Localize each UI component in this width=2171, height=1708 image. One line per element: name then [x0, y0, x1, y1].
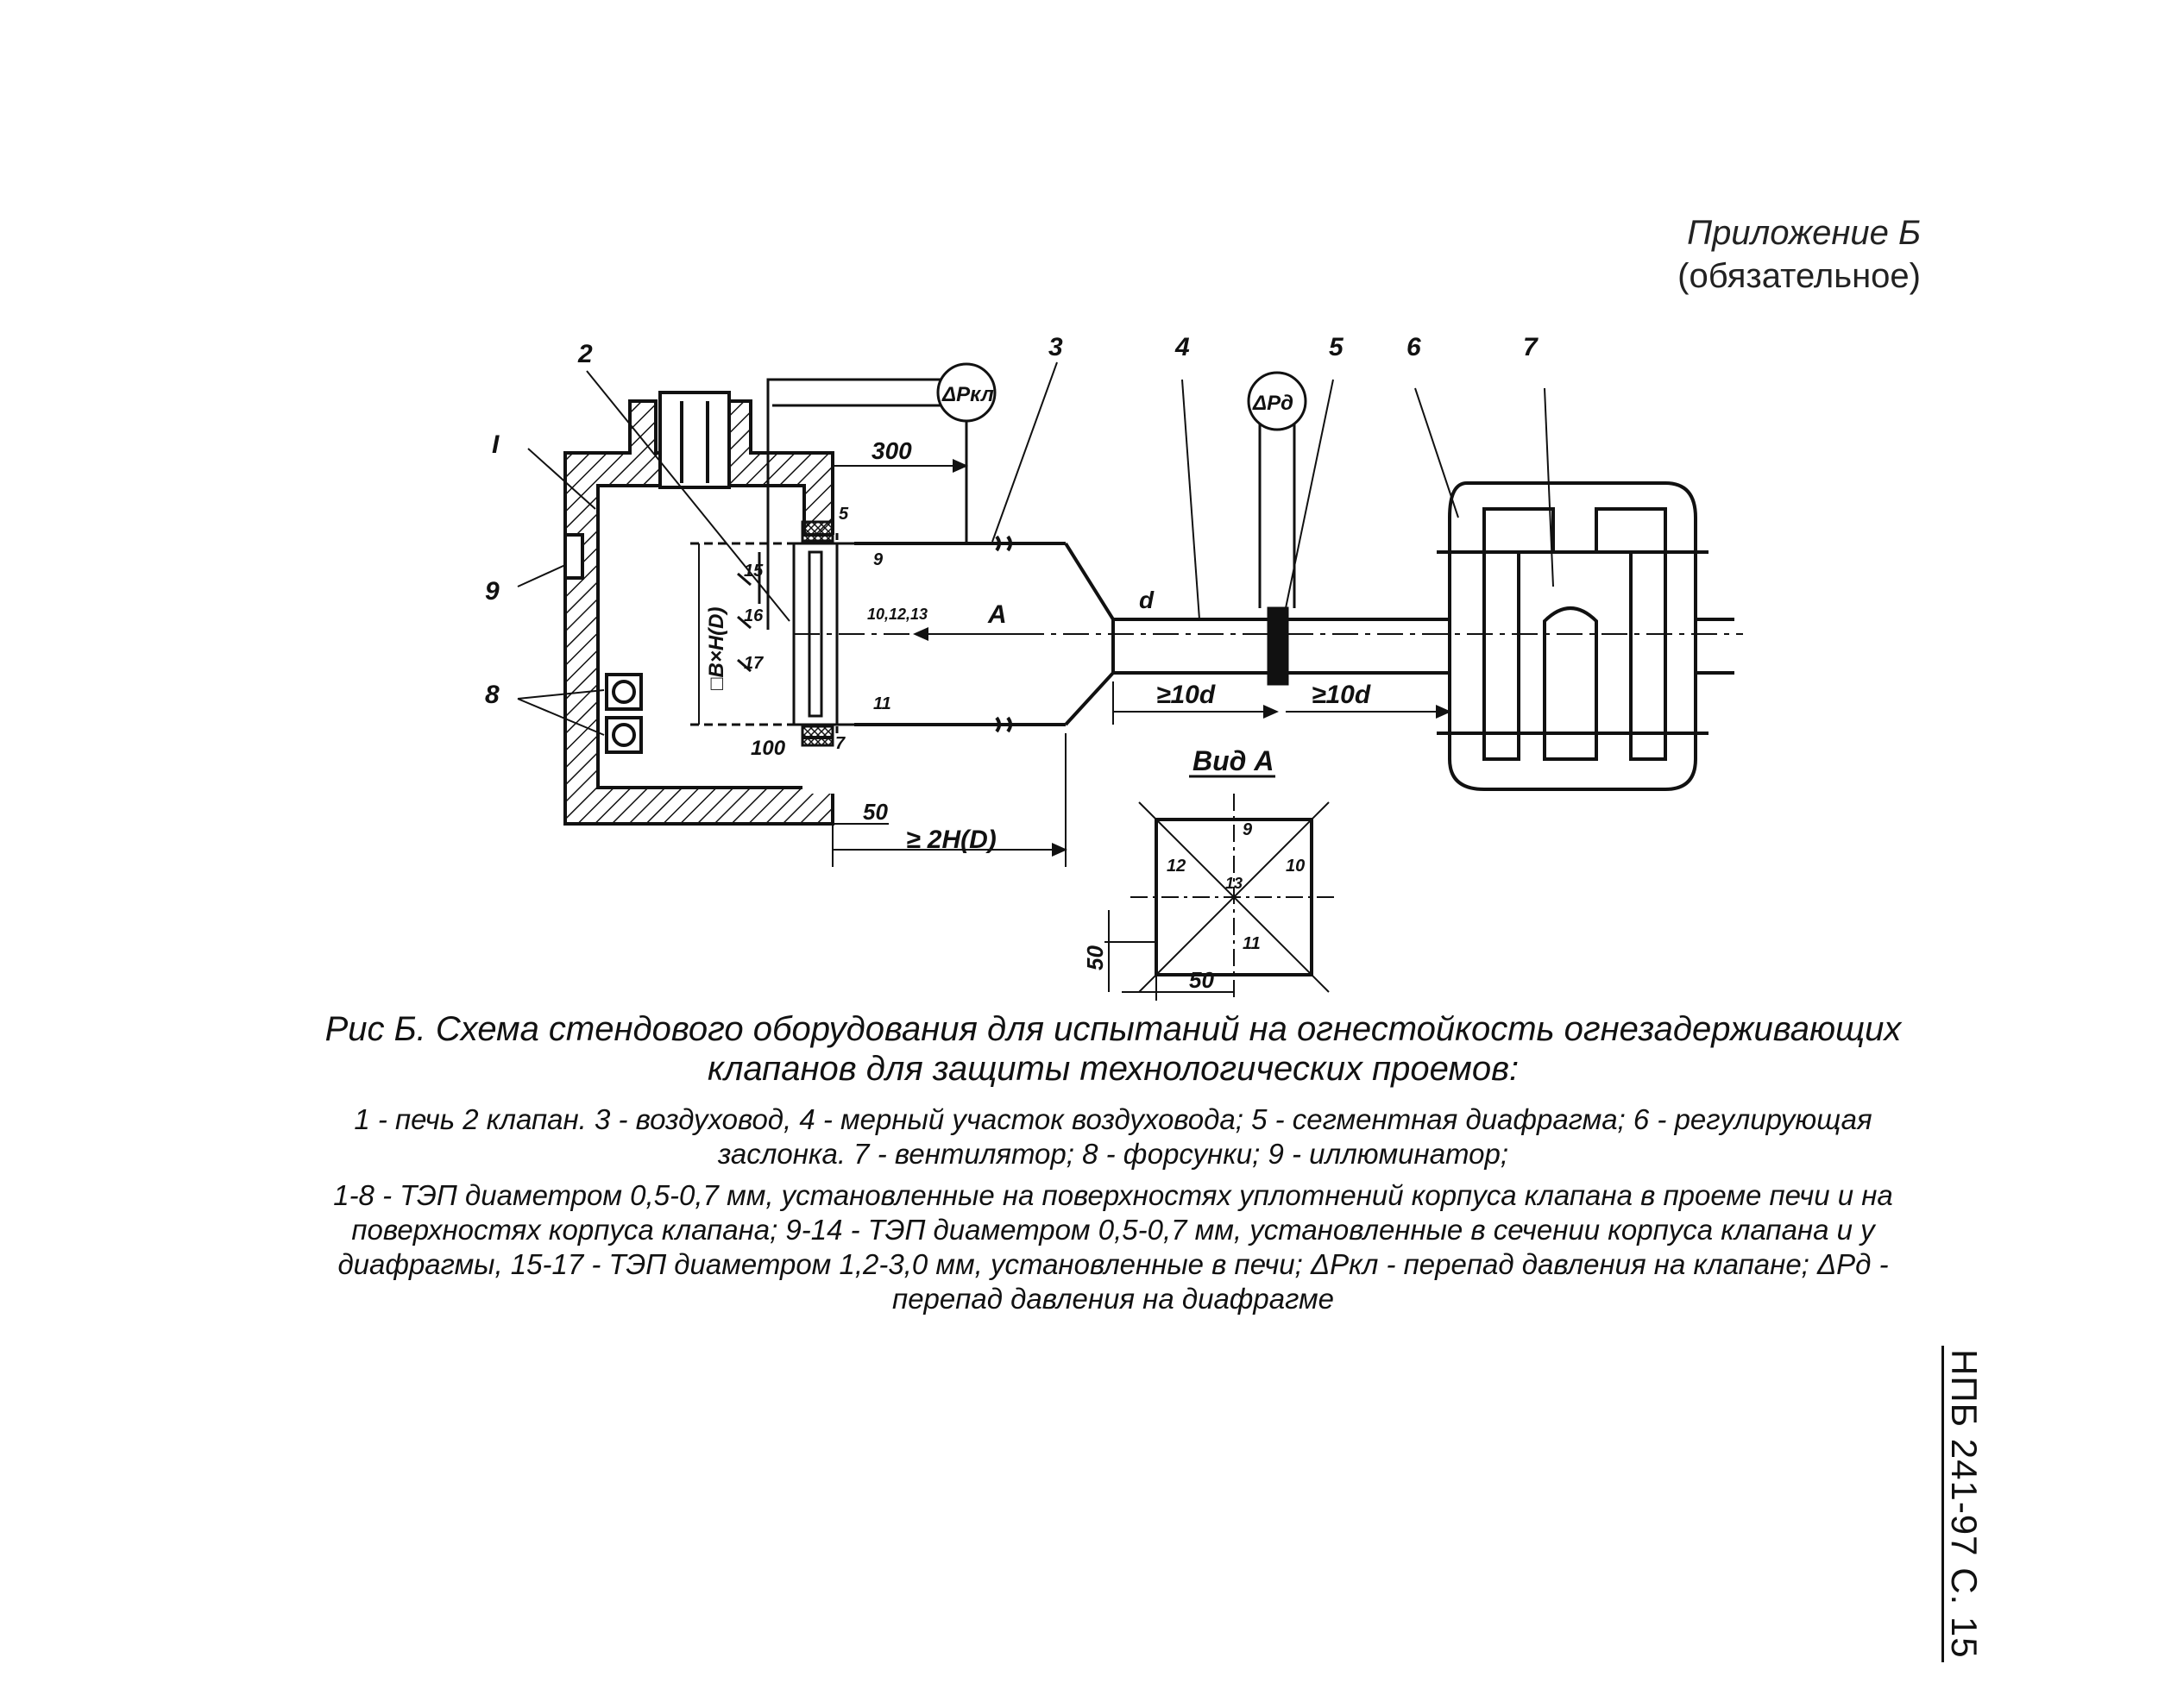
sensor-17: 17	[744, 654, 764, 673]
dim-100: 100	[751, 737, 786, 760]
sensor-15: 15	[744, 562, 764, 581]
callout-6: 6	[1406, 333, 1421, 361]
burners	[605, 673, 643, 754]
callout-8: 8	[485, 681, 500, 709]
dim-10d-right: ≥10d	[1312, 681, 1371, 709]
dim-300: 300	[872, 437, 912, 464]
callout-2: 2	[577, 340, 593, 368]
dim-2h: ≥ 2H(D)	[906, 826, 997, 854]
diaphragm	[1247, 371, 1307, 686]
appendix-header: Приложение Б (обязательное)	[1677, 211, 1921, 298]
figure-caption: Рис Б. Схема стендового оборудования для…	[324, 1010, 1902, 1088]
flow-label: A	[987, 600, 1007, 629]
view-label-10: 10	[1286, 857, 1305, 876]
view-label-11: 11	[1243, 934, 1261, 953]
sensor-10-12-13: 10,12,13	[867, 606, 928, 623]
callout-4: 4	[1174, 333, 1190, 361]
callout-1: I	[492, 430, 500, 459]
view-label-12: 12	[1167, 857, 1186, 876]
document-code: НПБ 241-97 С. 15	[1941, 1346, 1985, 1708]
sensor-7: 7	[835, 734, 846, 753]
dim-d: d	[1139, 587, 1155, 613]
dim-50: 50	[863, 799, 888, 825]
view-dim-x: 50	[1189, 967, 1214, 993]
callout-9: 9	[485, 577, 500, 606]
gauge-klapan	[766, 362, 997, 543]
fan-and-damper	[1437, 481, 1734, 791]
furnace-thermocouples	[737, 397, 770, 673]
gauge-diaphragm-label: ΔPд	[1252, 392, 1293, 415]
document-code-text: НПБ 241-97 С. 15	[1941, 1346, 1985, 1662]
appendix-subtitle: (обязательное)	[1677, 257, 1921, 295]
dim-section: □B×H(D)	[705, 607, 728, 691]
dimension-lines	[698, 459, 1451, 867]
dim-10d-left: ≥10d	[1156, 681, 1216, 709]
sensor-16: 16	[744, 606, 764, 625]
callout-leaders	[517, 361, 1554, 736]
callout-7: 7	[1523, 333, 1539, 361]
legend-equipment: 1 - печь 2 клапан. 3 - воздуховод, 4 - м…	[354, 1103, 1872, 1170]
callout-5: 5	[1329, 333, 1344, 361]
sensor-9: 9	[873, 550, 884, 569]
view-dim-y: 50	[1082, 945, 1108, 970]
illuminator	[563, 533, 584, 580]
view-label-13: 13	[1225, 875, 1243, 892]
sensor-5: 5	[839, 505, 849, 524]
view-a-title: Вид А	[1192, 745, 1274, 776]
sensor-11: 11	[873, 694, 891, 713]
test-bench-diagram: ΔPкл ΔPд	[485, 333, 1743, 1001]
legend-sensors: 1-8 - ТЭП диаметром 0,5-0,7 мм, установл…	[333, 1179, 1893, 1315]
callout-3: 3	[1048, 333, 1063, 361]
view-label-9: 9	[1243, 820, 1253, 839]
view-a	[1104, 794, 1337, 1001]
gauge-klapan-label: ΔPкл	[941, 383, 994, 406]
appendix-title: Приложение Б	[1687, 214, 1921, 252]
